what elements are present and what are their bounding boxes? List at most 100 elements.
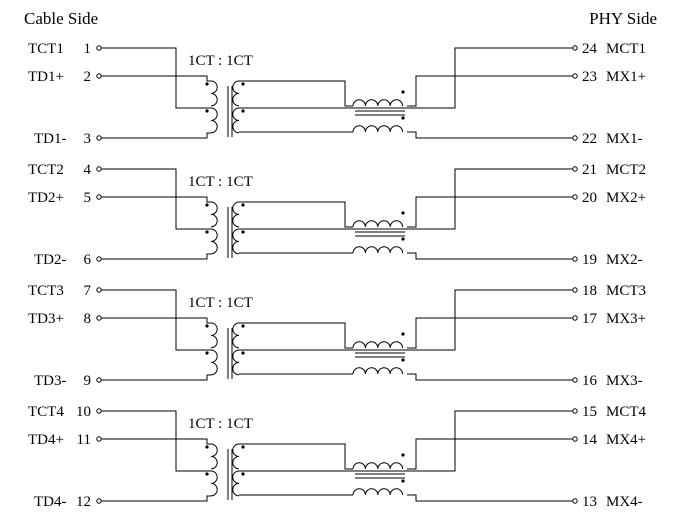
pin-terminal-6 [96, 256, 102, 262]
polarity-dot [401, 358, 405, 362]
pin-label-mx1-: MX1- [606, 131, 643, 147]
primary-coil-upper [210, 80, 218, 107]
wire-center-tap [101, 289, 211, 351]
polarity-dot [241, 351, 245, 355]
primary-coil-upper [210, 443, 218, 470]
wire-secondary-top [239, 322, 353, 349]
cable-side-header: Cable Side [24, 9, 98, 28]
pin-number-20: 20 [582, 190, 597, 206]
ratio-label: 1CT : 1CT [188, 53, 253, 69]
pin-terminal-17 [572, 315, 578, 321]
wire-td-plus [101, 317, 211, 324]
secondary-coil-lower [232, 470, 240, 497]
secondary-coil-upper [232, 80, 240, 107]
pin-label-td4+: TD4+ [28, 432, 64, 448]
polarity-dot [205, 109, 209, 113]
polarity-dot [401, 90, 405, 94]
pin-number-18: 18 [582, 283, 597, 299]
pin-number-2: 2 [84, 69, 92, 85]
pin-number-14: 14 [582, 432, 598, 448]
polarity-dot [241, 445, 245, 449]
pin-number-22: 22 [582, 131, 597, 147]
choke-winding-top [352, 220, 404, 228]
pin-terminal-18 [572, 287, 578, 293]
pin-number-10: 10 [76, 404, 91, 420]
pin-label-mct4: MCT4 [606, 404, 647, 420]
choke-winding-top [352, 341, 404, 349]
polarity-dot [241, 82, 245, 86]
wire-mx-minus [407, 252, 573, 260]
pin-number-6: 6 [84, 252, 92, 268]
pin-label-tct4: TCT4 [28, 404, 64, 420]
polarity-dot [205, 445, 209, 449]
pin-terminal-24 [572, 45, 578, 51]
pin-terminal-20 [572, 194, 578, 200]
pin-number-13: 13 [582, 494, 597, 510]
secondary-coil-upper [232, 322, 240, 349]
pin-terminal-13 [572, 498, 578, 504]
pin-number-15: 15 [582, 404, 597, 420]
secondary-coil-upper [232, 443, 240, 470]
wire-td-minus [101, 374, 211, 381]
ratio-label: 1CT : 1CT [188, 416, 253, 432]
pin-label-mct1: MCT1 [606, 41, 646, 57]
primary-coil-lower [210, 470, 218, 497]
secondary-coil-lower [232, 228, 240, 255]
polarity-dot [401, 116, 405, 120]
choke-winding-bottom [352, 246, 404, 254]
pin-label-tct3: TCT3 [28, 283, 64, 299]
pin-number-12: 12 [76, 494, 91, 510]
pin-label-mx2+: MX2+ [606, 190, 646, 206]
pin-number-9: 9 [84, 373, 92, 389]
polarity-dot [401, 211, 405, 215]
pin-terminal-3 [96, 135, 102, 141]
pin-label-mct2: MCT2 [606, 162, 646, 178]
pin-terminal-5 [96, 194, 102, 200]
pin-terminal-8 [96, 315, 102, 321]
pin-terminal-9 [96, 377, 102, 383]
wire-td-minus [101, 253, 211, 260]
primary-coil-upper [210, 201, 218, 228]
pin-number-11: 11 [77, 432, 91, 448]
pin-terminal-19 [572, 256, 578, 262]
pin-number-19: 19 [582, 252, 597, 268]
pin-terminal-1 [96, 45, 102, 51]
wire-mx-plus [407, 75, 573, 107]
wire-td-minus [101, 132, 211, 139]
wire-td-minus [101, 495, 211, 502]
pin-label-td4-: TD4- [34, 494, 67, 510]
polarity-dot [241, 472, 245, 476]
pin-label-mx4+: MX4+ [606, 432, 646, 448]
choke-winding-bottom [352, 125, 404, 133]
pin-label-td3-: TD3- [34, 373, 67, 389]
pin-number-23: 23 [582, 69, 597, 85]
polarity-dot [241, 324, 245, 328]
polarity-dot [401, 453, 405, 457]
wire-mct [243, 47, 573, 109]
pin-terminal-12 [96, 498, 102, 504]
polarity-dot [205, 472, 209, 476]
pin-number-16: 16 [582, 373, 598, 389]
pin-number-24: 24 [582, 41, 598, 57]
pin-terminal-21 [572, 166, 578, 172]
pin-number-1: 1 [84, 41, 92, 57]
polarity-dot [205, 203, 209, 207]
polarity-dot [401, 479, 405, 483]
polarity-dot [205, 351, 209, 355]
pin-terminal-22 [572, 135, 578, 141]
pin-terminal-2 [96, 73, 102, 79]
pin-label-mx3+: MX3+ [606, 311, 646, 327]
pin-label-mx4-: MX4- [606, 494, 643, 510]
pin-terminal-15 [572, 408, 578, 414]
pin-number-3: 3 [84, 131, 92, 147]
wire-center-tap [101, 47, 211, 109]
polarity-dot [205, 82, 209, 86]
pin-terminal-10 [96, 408, 102, 414]
ratio-label: 1CT : 1CT [188, 174, 253, 190]
pin-terminal-23 [572, 73, 578, 79]
